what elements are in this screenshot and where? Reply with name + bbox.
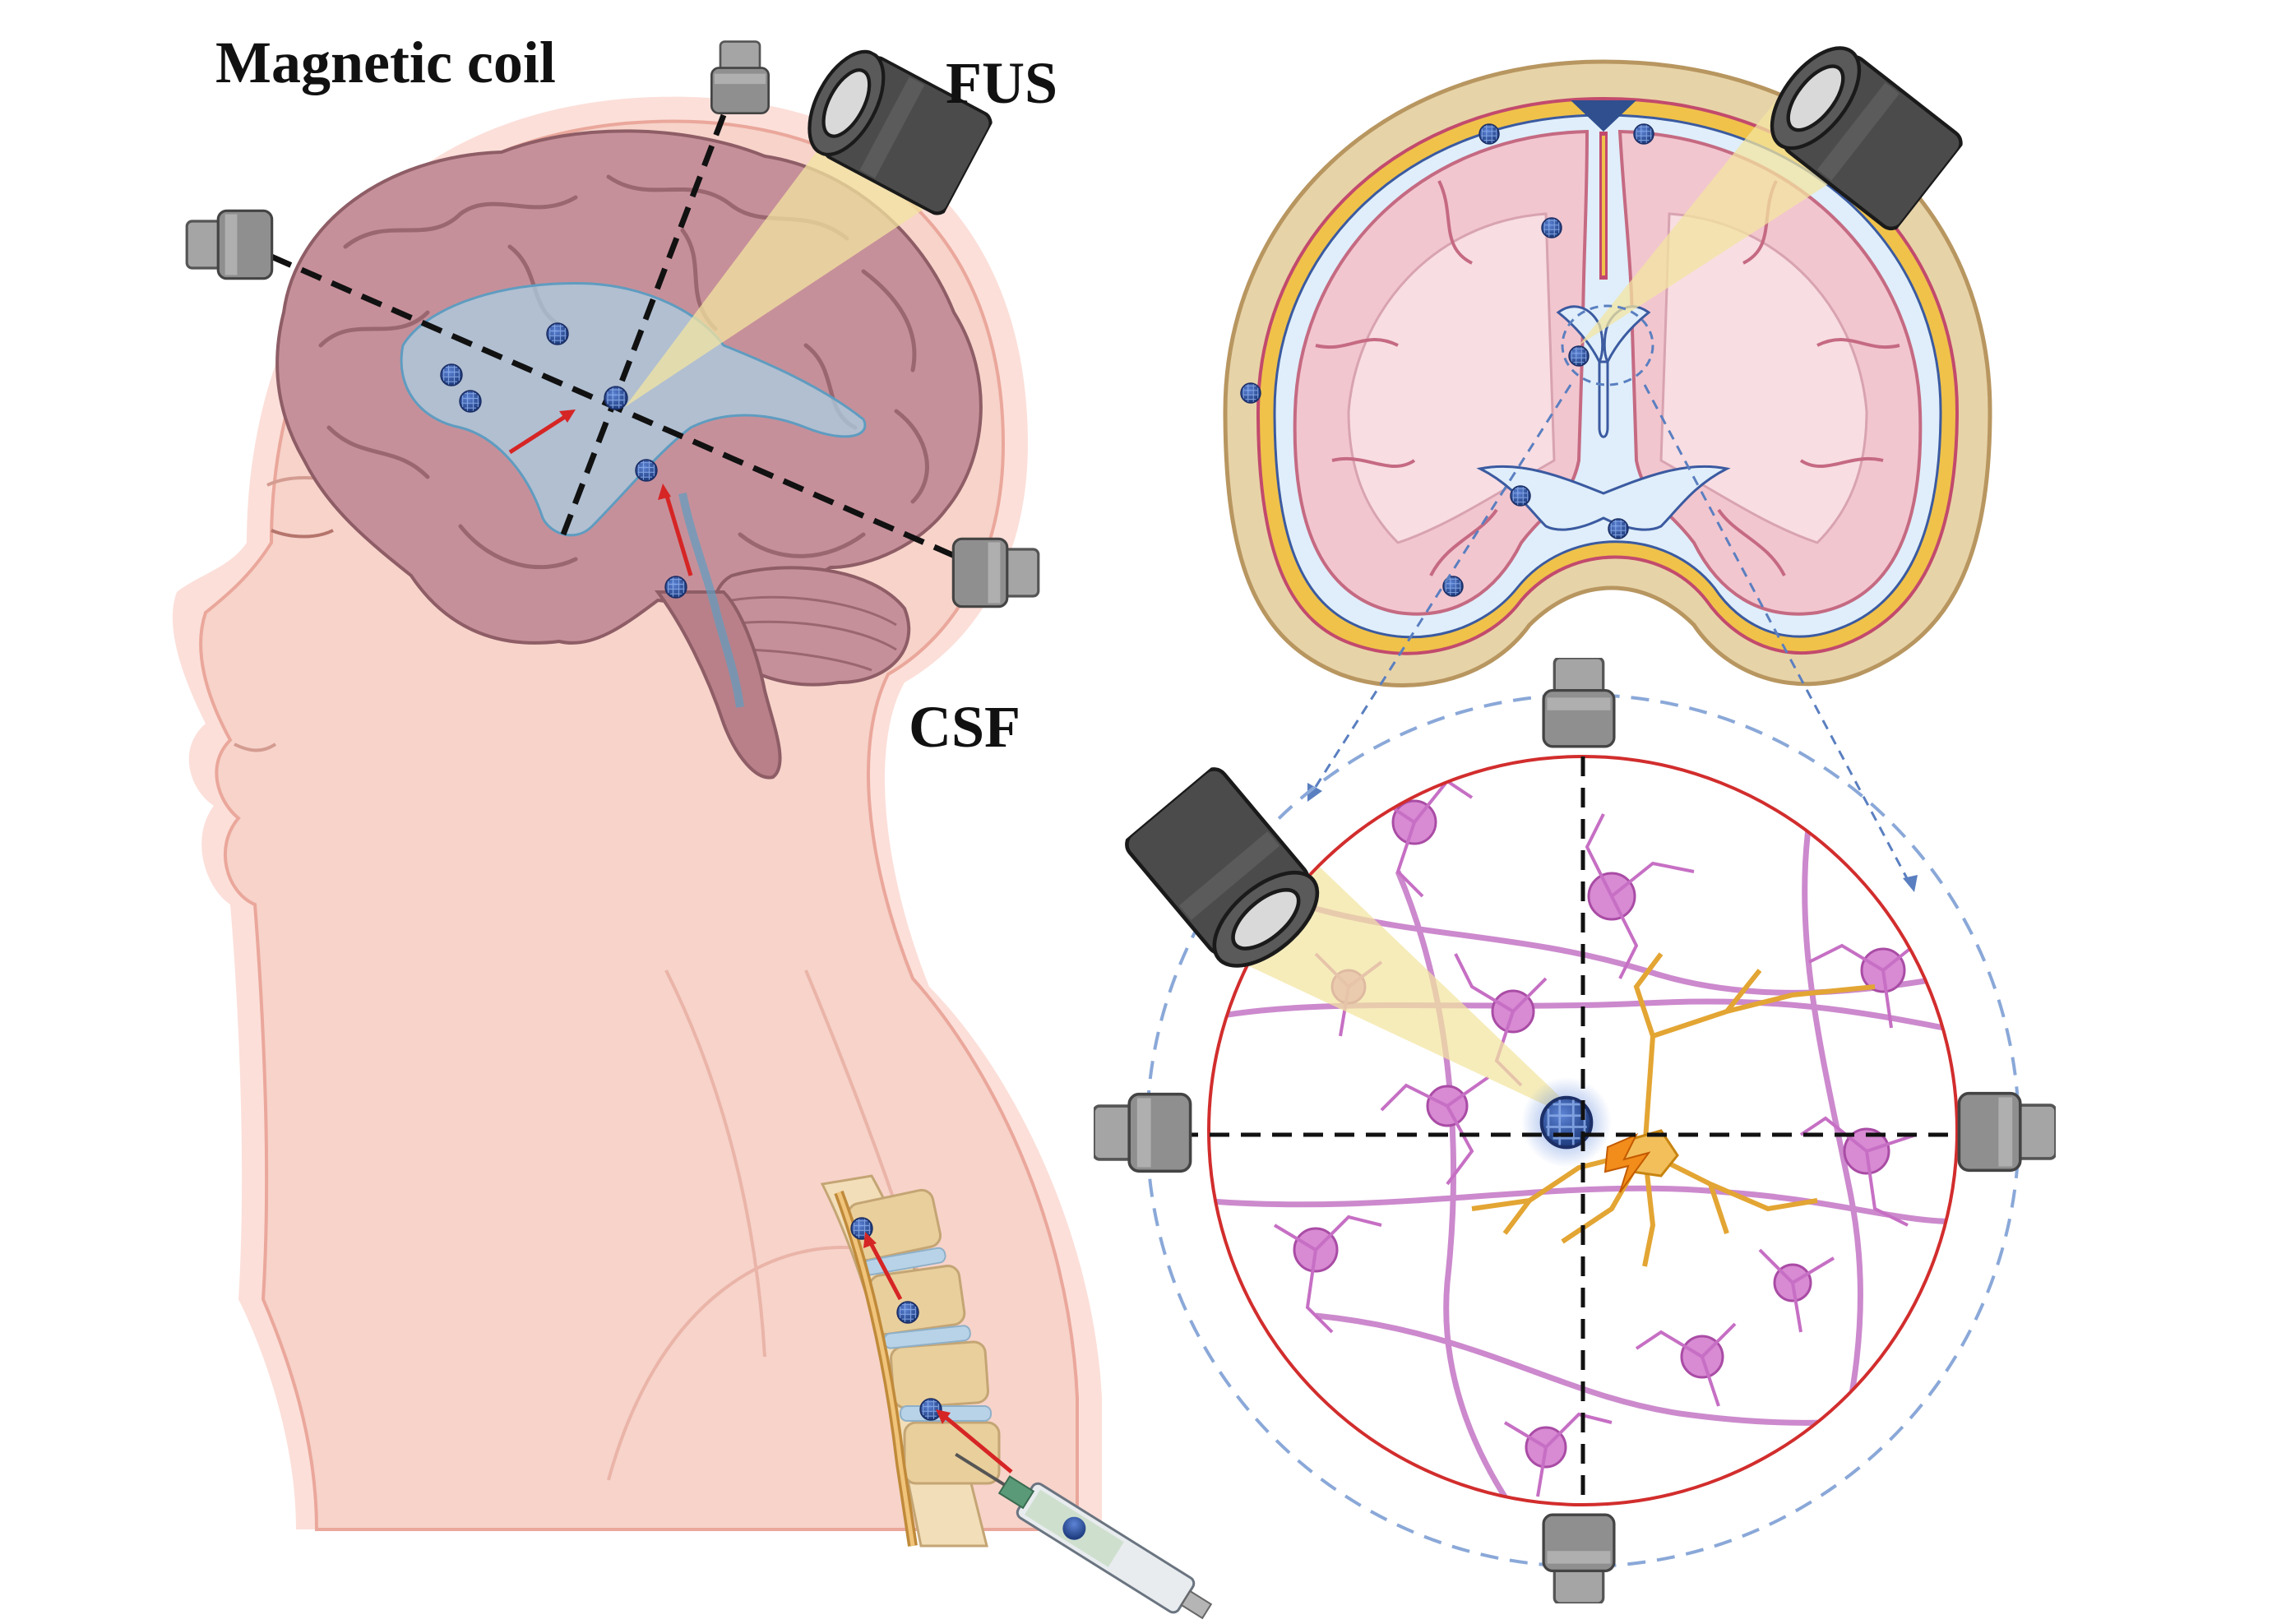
- neuron-zoom-panel: [1094, 658, 2056, 1603]
- coil-axes-neuron: [1147, 756, 1990, 1505]
- fus-beam-head: [625, 144, 929, 407]
- white-matter: [1347, 212, 1868, 544]
- magnetic-coil-icon: [185, 209, 274, 280]
- flow-arrows-spine: [863, 1232, 1013, 1474]
- magnetic-coil-icon: [1543, 1515, 1614, 1603]
- flow-arrows-brain: [508, 409, 693, 576]
- fus-label: FUS: [946, 50, 1057, 116]
- zoom-arrows: [1312, 384, 1909, 881]
- third-ventricle: [1598, 360, 1609, 438]
- cortical-folds: [1315, 180, 1900, 576]
- magnetic-coil-icon: [1094, 1094, 1191, 1172]
- zoom-arrowhead: [1903, 875, 1918, 892]
- magnetic-coil-icon: [710, 40, 770, 115]
- magnetic-coil-icon: [1543, 658, 1614, 747]
- magnetic-coil-label: Magnetic coil: [215, 30, 556, 95]
- lightning-icon: [1603, 1133, 1651, 1193]
- magnetic-coil-icon: [1959, 1094, 2056, 1171]
- coronal-section: [1223, 33, 1992, 687]
- syringe-icon: [955, 1452, 1213, 1620]
- magnetic-coil-icon: [951, 537, 1040, 608]
- csf-label: CSF: [909, 694, 1020, 760]
- eye: [271, 529, 334, 539]
- zoom-arrowhead: [1307, 783, 1322, 802]
- brainstem: [655, 590, 782, 780]
- head-panel: Magnetic coil FUS CSF: [172, 30, 1213, 1620]
- shoulder-line: [607, 1246, 872, 1481]
- lips: [234, 743, 277, 752]
- aqueduct: [678, 493, 744, 708]
- focus-region: [1561, 304, 1654, 386]
- neck-line: [664, 969, 766, 1358]
- temporal-horns: [1476, 465, 1731, 531]
- fus-beam-coronal: [1579, 90, 1858, 345]
- ventricles: [400, 281, 867, 537]
- sagittal-sinus: [1571, 100, 1636, 132]
